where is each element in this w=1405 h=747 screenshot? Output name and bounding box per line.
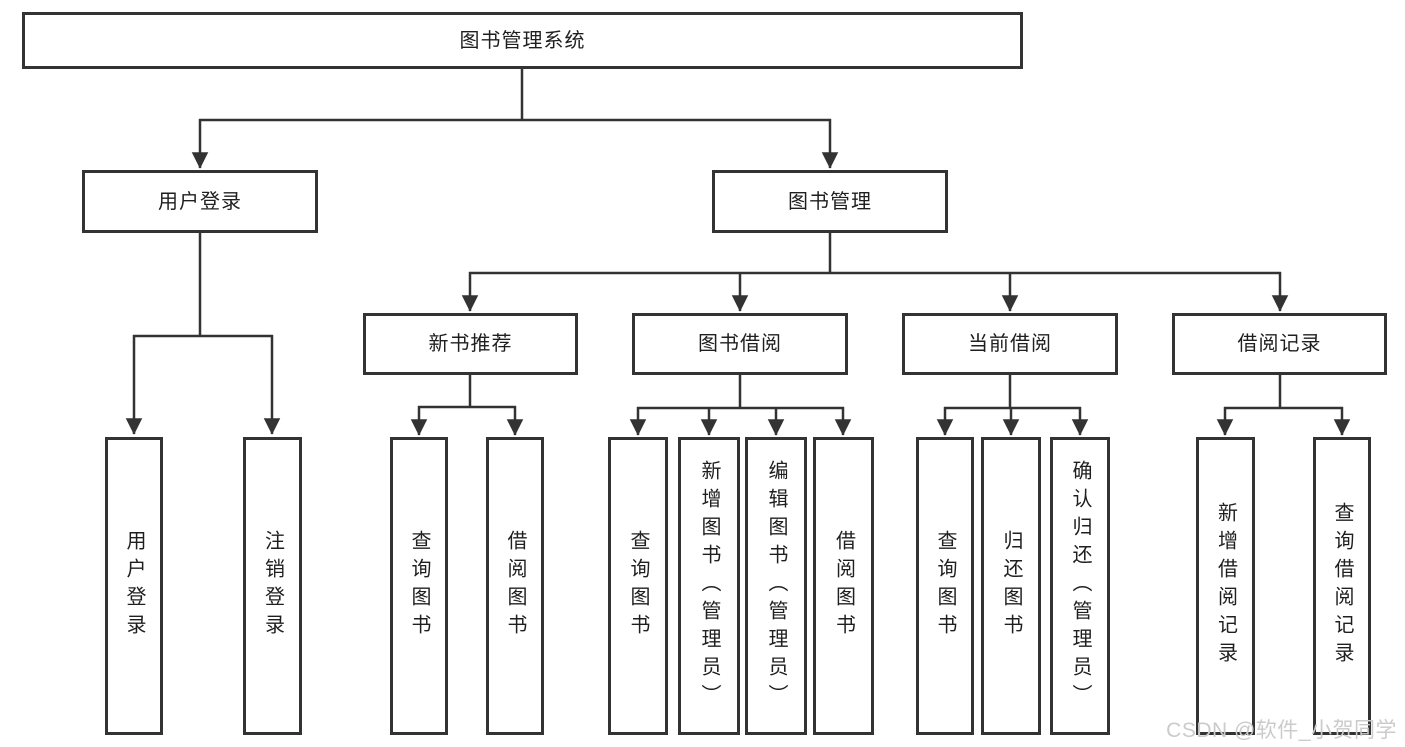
leaf-confirm-return-admin: 确认归还（管理员） [1050, 437, 1110, 735]
node-label: 注销登录 [261, 530, 284, 642]
node-book-management: 图书管理 [712, 170, 948, 233]
csdn-watermark: CSDN @软件_小贺同学 [1166, 719, 1397, 742]
node-label: 新增借阅记录 [1214, 502, 1237, 670]
node-label: 借阅图书 [504, 530, 526, 642]
node-label: 图书管理 [788, 190, 872, 213]
node-label: 查询图书 [408, 530, 430, 642]
node-label: 归还图书 [1000, 530, 1022, 642]
node-library-management-system: 图书管理系统 [22, 12, 1023, 69]
node-current-borrowing: 当前借阅 [902, 313, 1118, 375]
leaf-edit-book-admin: 编辑图书（管理员） [745, 437, 807, 735]
node-borrowing-records: 借阅记录 [1172, 313, 1387, 375]
node-label: 查询图书 [934, 530, 956, 642]
leaf-user-login: 用户登录 [105, 437, 163, 735]
leaf-borrow-books: 借阅图书 [813, 437, 874, 735]
leaf-add-book-admin: 新增图书（管理员） [678, 437, 740, 735]
node-label: 编辑图书（管理员） [765, 460, 787, 712]
node-label: 查询借阅记录 [1331, 502, 1353, 670]
node-label: 确认归还（管理员） [1069, 460, 1091, 712]
node-label: 借阅记录 [1237, 333, 1322, 355]
node-label: 借阅图书 [832, 530, 855, 642]
node-label: 图书管理系统 [459, 29, 586, 52]
node-book-borrowing: 图书借阅 [632, 313, 848, 375]
node-label: 当前借阅 [968, 333, 1052, 355]
node-label: 新增图书（管理员） [698, 460, 720, 712]
leaf-query-books-current: 查询图书 [916, 437, 974, 735]
node-label: 图书借阅 [698, 333, 782, 355]
leaf-query-borrow-record: 查询借阅记录 [1313, 437, 1371, 735]
leaf-return-book: 归还图书 [981, 437, 1041, 735]
leaf-borrow-books-recommend: 借阅图书 [486, 437, 544, 735]
node-user-login: 用户登录 [82, 170, 318, 233]
leaf-logout: 注销登录 [243, 437, 302, 735]
node-label: 用户登录 [123, 530, 145, 642]
leaf-query-books-borrowing: 查询图书 [608, 437, 668, 735]
node-label: 查询图书 [627, 530, 649, 642]
leaf-query-books-recommend: 查询图书 [390, 437, 448, 735]
leaf-add-borrow-record: 新增借阅记录 [1196, 437, 1255, 735]
node-label: 用户登录 [158, 190, 242, 213]
node-label: 新书推荐 [428, 333, 513, 355]
node-new-book-recommend: 新书推荐 [363, 313, 578, 375]
